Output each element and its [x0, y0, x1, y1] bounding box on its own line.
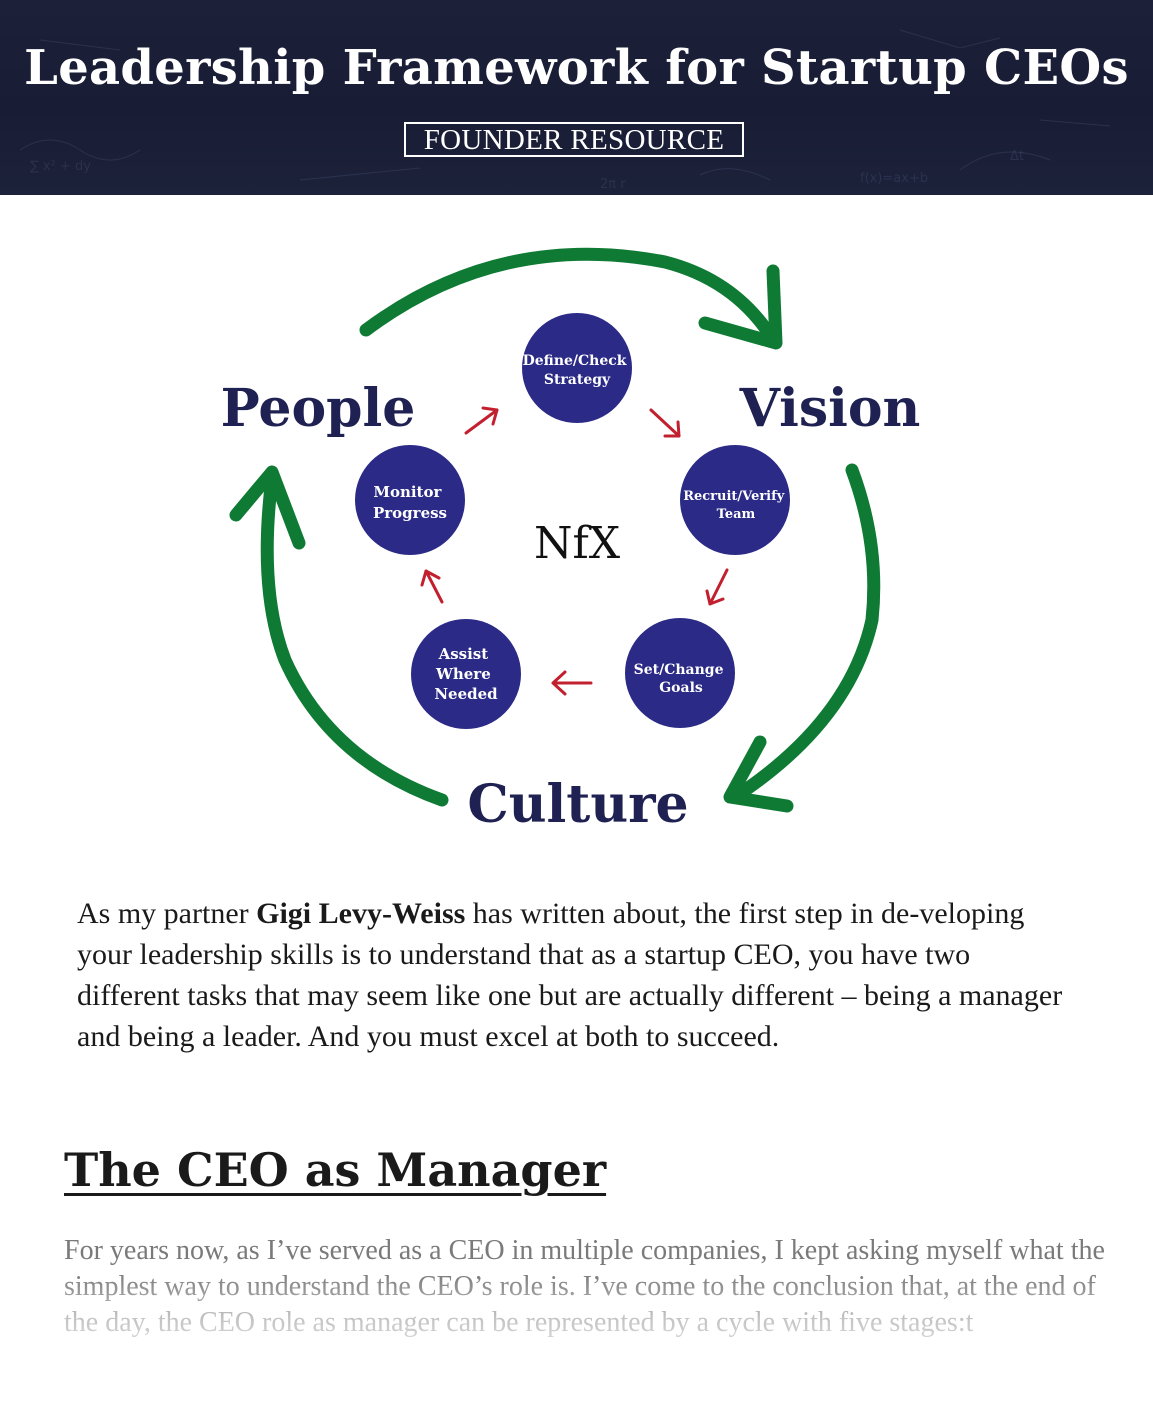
chalkboard-texture: ∑ x² + dy f(x)=ax+b Δt 2π r	[19, 29, 1111, 192]
intro-text-start: As my partner	[77, 897, 257, 930]
label-people: People	[221, 378, 416, 439]
page-title: Leadership Framework for Startup CEOs	[24, 40, 1129, 96]
outer-arrow-culture-to-people	[260, 471, 449, 807]
node-set-goals-label: Set/Change Goals	[634, 662, 729, 696]
node-assist-label: Assist Where Needed	[434, 645, 498, 703]
svg-text:Δt: Δt	[1010, 149, 1024, 164]
nfx-logo: NfX	[534, 518, 621, 569]
svg-text:2π r: 2π r	[600, 177, 626, 192]
cycle-svg: Define/Check Strategy Recruit/Verify Tea…	[221, 247, 921, 835]
outer-arrow-people-to-vision-head	[698, 264, 783, 350]
node-set-goals	[625, 618, 735, 728]
hero-banner: ∑ x² + dy f(x)=ax+b Δt 2π r Leadership F…	[0, 0, 1153, 195]
inner-arrow-monitor-to-strategy	[464, 406, 499, 435]
node-recruit-team	[680, 445, 790, 555]
inner-arrow-assist-to-monitor	[420, 569, 444, 604]
node-monitor-label: Monitor Progress	[373, 483, 447, 522]
inner-arrow-team-to-goals	[705, 568, 729, 606]
label-vision: Vision	[739, 378, 921, 439]
node-recruit-team-label: Recruit/Verify Team	[683, 489, 789, 522]
outer-arrow-vision-to-culture	[731, 463, 881, 802]
section-heading: The CEO as Manager	[64, 1143, 607, 1197]
outer-arrow-people-to-vision	[359, 247, 779, 345]
label-culture: Culture	[467, 774, 688, 835]
svg-text:f(x)=ax+b: f(x)=ax+b	[860, 171, 928, 186]
section-body: For years now, as I’ve served as a CEO i…	[64, 1235, 1105, 1338]
leadership-cycle-diagram: Define/Check Strategy Recruit/Verify Tea…	[0, 195, 1153, 875]
node-assist	[411, 619, 521, 729]
outer-arrow-culture-to-people-head	[229, 465, 306, 550]
node-define-strategy-label: Define/Check Strategy	[523, 353, 632, 388]
partner-name: Gigi Levy-Weiss	[256, 897, 466, 930]
inner-arrow-goals-to-assist	[551, 670, 593, 696]
node-monitor	[355, 445, 465, 555]
resource-badge: FOUNDER RESOURCE	[404, 122, 744, 157]
intro-text-end: has written about, the first step in de-…	[77, 897, 1063, 1053]
intro-paragraph: As my partner Gigi Levy-Weiss has writte…	[77, 893, 1067, 1057]
outer-arrow-vision-to-culture-head	[723, 735, 794, 813]
inner-arrow-strategy-to-team	[649, 408, 681, 438]
node-define-strategy	[522, 313, 632, 423]
svg-text:∑ x² + dy: ∑ x² + dy	[30, 159, 91, 174]
